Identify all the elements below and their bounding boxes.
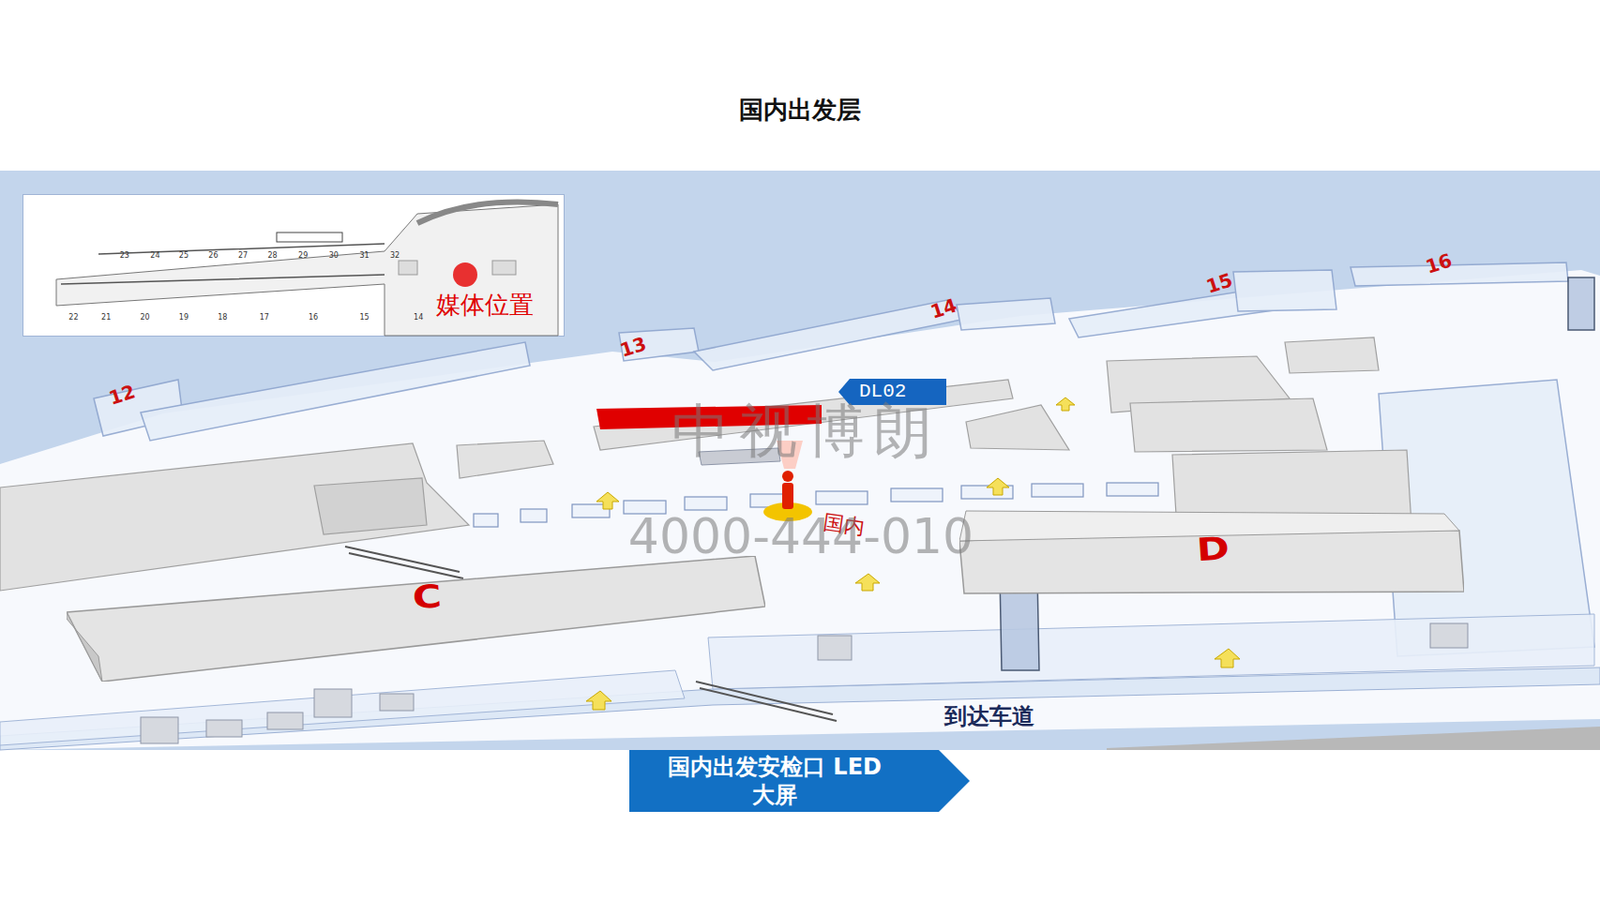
gate-number: 14 (413, 313, 423, 322)
gate-number: 24 (150, 251, 160, 260)
gate-number: 32 (390, 251, 400, 260)
map-blockC: C (66, 556, 766, 682)
gate-number: 20 (139, 313, 150, 322)
gate-number: 19 (179, 313, 189, 322)
gate-number: 31 (359, 251, 369, 260)
map-blockD: D (959, 506, 1465, 596)
watermark: 中视博朗 (671, 392, 942, 471)
gate-number: 30 (329, 251, 339, 260)
gate-number: 18 (217, 313, 227, 322)
node-text: C (411, 577, 443, 617)
gate-number: 16 (308, 313, 318, 322)
building-c (66, 556, 766, 682)
node-text: D (1195, 529, 1232, 570)
gate-number: 29 (298, 251, 308, 260)
node-text: 国内出发安检口 LED大屏 (666, 753, 883, 810)
gate-number: 15 (359, 313, 369, 322)
gate-number: 27 (238, 251, 248, 260)
gate-number: 22 (68, 313, 78, 322)
gate-number: 17 (259, 313, 270, 322)
gate-number: 26 (208, 251, 218, 260)
gate-number: 21 (101, 313, 111, 322)
watermark: 4000-444-010 (628, 508, 974, 565)
gate-number: 28 (267, 251, 277, 260)
map-label: 到达车道 (944, 701, 1035, 732)
gate-number: 25 (179, 251, 189, 260)
map-banner: 国内出发安检口 LED大屏 (629, 750, 970, 813)
gate-number: 23 (120, 251, 130, 260)
map-title: 国内出发层 (0, 93, 1600, 127)
node-text: 媒体位置 (436, 288, 534, 322)
